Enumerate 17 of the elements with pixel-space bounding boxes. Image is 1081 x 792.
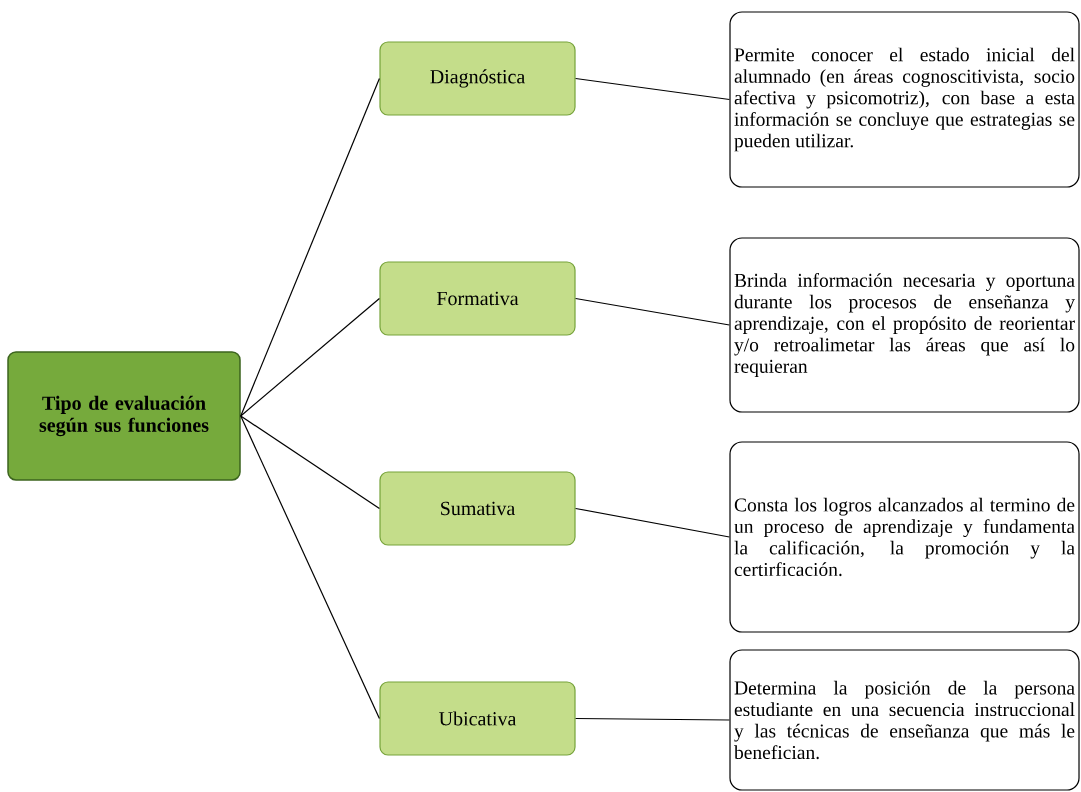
connector-line bbox=[240, 415, 380, 510]
description-box: Determina la posición de la persona estudiante en una secuencia instruccional y las técnicas de enseñanza que más le benefician. bbox=[729, 649, 1080, 791]
description-box: Consta los logros alcanzados al termino de un proceso de aprendizaje y fundamenta la calificación, la promoción y la certirficación. bbox=[729, 441, 1080, 633]
category-box: Formativa bbox=[379, 261, 576, 336]
description-box: Brinda información necesaria y oportuna durante los procesos de enseñanza y aprendizaje, con el propósito de reorientar y/o retroalimetar las áreas que así lo requieran bbox=[729, 237, 1080, 413]
connector-line bbox=[240, 297, 380, 417]
connector-line bbox=[575, 77, 730, 101]
category-box: Diagnóstica bbox=[379, 41, 576, 116]
connector-line bbox=[240, 77, 380, 417]
root-box: Tipo de evaluación según sus funciones bbox=[7, 351, 241, 481]
connector-line bbox=[575, 297, 730, 326]
connector-line bbox=[575, 717, 730, 721]
category-box: Sumativa bbox=[379, 471, 576, 546]
description-box: Permite conocer el estado inicial del alumnado (en áreas cognoscitivista, socio afectiva y psicomotriz), con base a esta información se concluye que estrategias se pueden utilizar. bbox=[729, 11, 1080, 188]
connector-line bbox=[575, 507, 730, 538]
category-box: Ubicativa bbox=[379, 681, 576, 756]
connector-line bbox=[240, 415, 380, 720]
